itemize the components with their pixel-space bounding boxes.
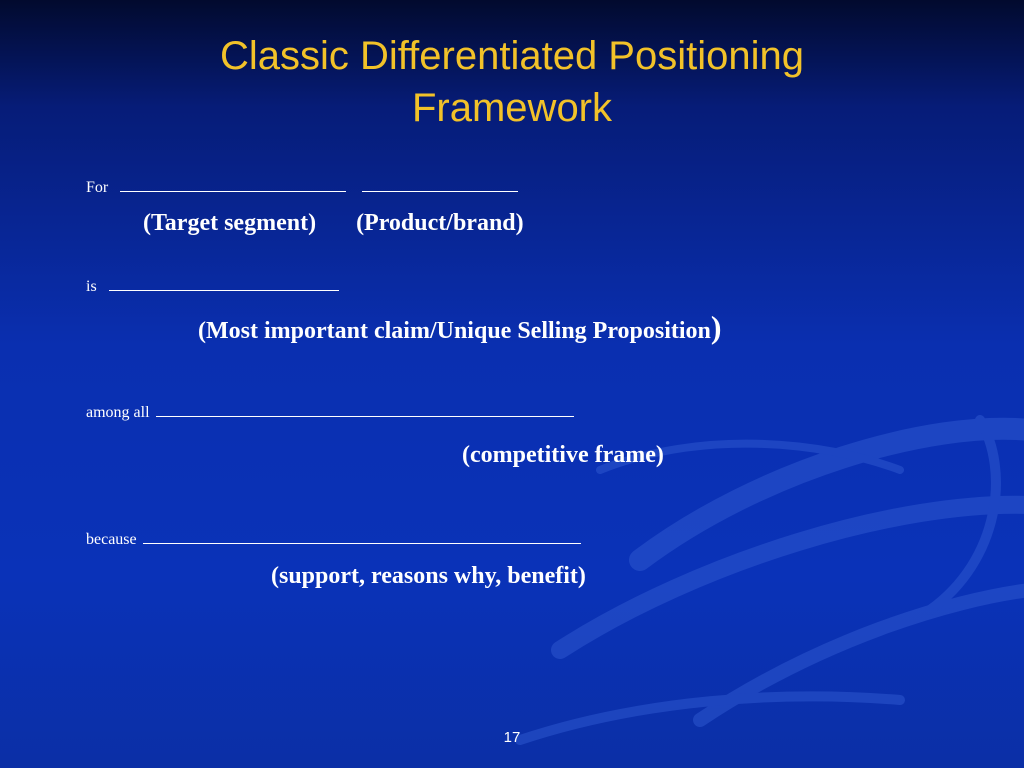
among-row: among all [86,402,574,422]
page-number: 17 [503,729,521,746]
product-brand-caption: (Product/brand) [356,210,524,236]
because-row: because [86,529,581,549]
slide-title: Classic Differentiated Positioning Frame… [0,30,1024,134]
usp-caption-close: ) [710,309,722,345]
among-label: among all [86,404,150,421]
support-caption: (support, reasons why, benefit) [271,563,586,589]
for-row: For [86,177,519,197]
target-segment-caption: (Target segment) [143,210,317,236]
for-captions: (Target segment) (Product/brand) [143,210,524,237]
usp-blank [108,276,339,291]
is-label: is [86,278,97,295]
slide-title-line-1: Classic Differentiated Positioning [219,34,804,78]
product-brand-blank [362,177,519,192]
usp-caption: (Most important claim/Unique Selling Pro… [198,311,722,345]
because-label: because [86,531,137,548]
target-segment-blank [120,177,347,192]
for-label: For [86,179,109,196]
support-blank [142,529,581,544]
competitive-frame-blank [155,402,574,417]
is-row: is [86,276,339,296]
competitive-frame-caption: (competitive frame) [462,442,664,468]
slide-title-line-2: Framework [411,86,613,130]
usp-caption-text: (Most important claim/Unique Selling Pro… [198,318,711,344]
